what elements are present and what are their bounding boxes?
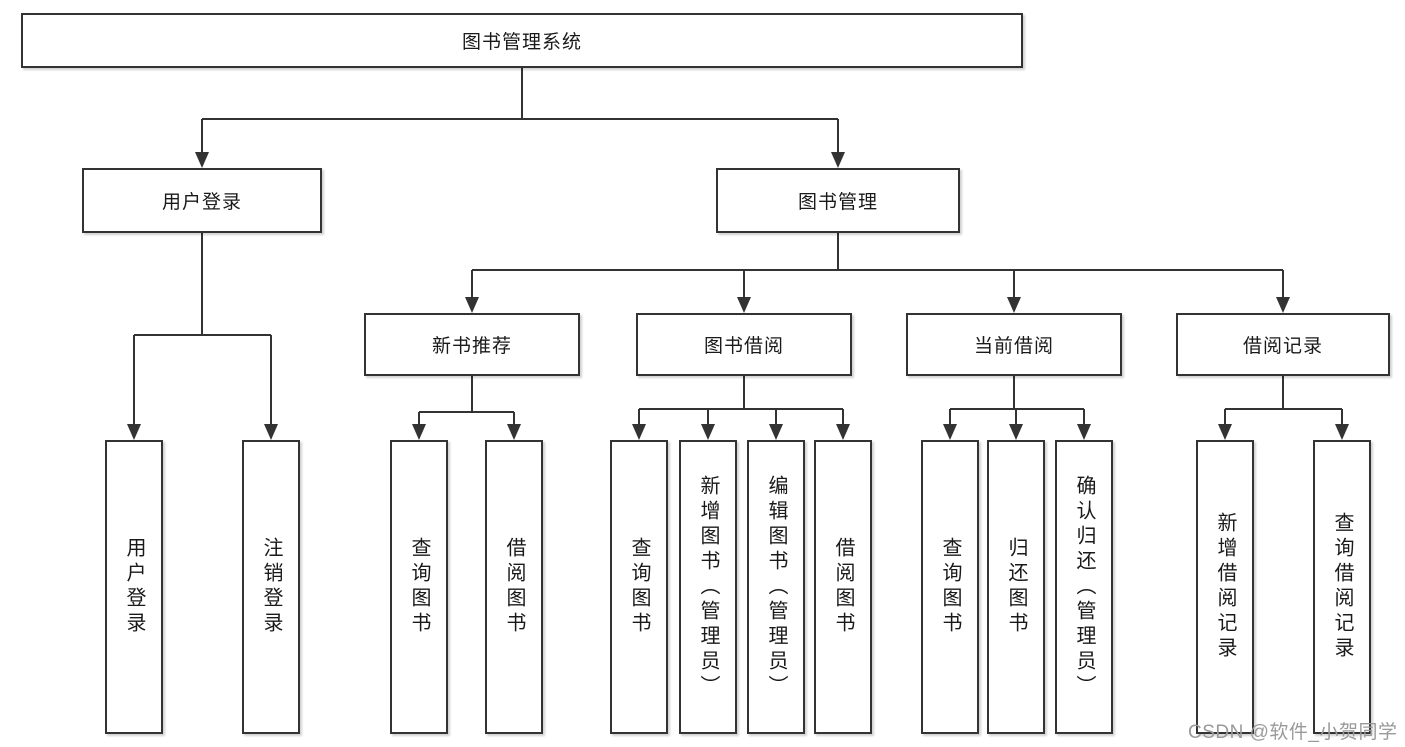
watermark: CSDN @软件_小贺同学 bbox=[1188, 722, 1398, 743]
leaf-query-books-current: 查询图书 bbox=[921, 440, 979, 734]
node-current-borrow-label: 当前借阅 bbox=[973, 336, 1054, 357]
leaf-return-book: 归还图书 bbox=[987, 440, 1045, 734]
leaf-query-books-current-label: 查询图书 bbox=[939, 537, 961, 637]
leaf-add-borrow-record: 新增借阅记录 bbox=[1196, 440, 1254, 734]
leaf-borrow-books-recommend-label: 借阅图书 bbox=[503, 537, 525, 637]
leaf-return-book-label: 归还图书 bbox=[1005, 537, 1027, 637]
node-current-borrow: 当前借阅 bbox=[906, 313, 1122, 376]
node-book-management-label: 图书管理 bbox=[797, 192, 878, 213]
leaf-confirm-return-admin-label: 确认归还（管理员） bbox=[1073, 474, 1095, 700]
arrowheads bbox=[127, 152, 1349, 440]
leaf-edit-book-admin-label: 编辑图书（管理员） bbox=[765, 474, 787, 700]
leaf-borrow-books-borrow-label: 借阅图书 bbox=[832, 537, 854, 637]
node-book-borrow-label: 图书借阅 bbox=[703, 336, 784, 357]
leaf-query-books-recommend-label: 查询图书 bbox=[408, 537, 430, 637]
node-book-borrow: 图书借阅 bbox=[636, 313, 852, 376]
node-root-label: 图书管理系统 bbox=[461, 32, 582, 53]
leaf-borrow-books-recommend: 借阅图书 bbox=[485, 440, 543, 734]
leaf-add-book-admin-label: 新增图书（管理员） bbox=[697, 474, 719, 700]
node-user-login-label: 用户登录 bbox=[161, 192, 242, 213]
leaf-query-books-borrow-label: 查询图书 bbox=[628, 537, 650, 637]
leaf-query-books-recommend: 查询图书 bbox=[390, 440, 448, 734]
leaf-logout: 注销登录 bbox=[242, 440, 300, 734]
leaf-add-borrow-record-label: 新增借阅记录 bbox=[1214, 512, 1236, 662]
leaf-edit-book-admin: 编辑图书（管理员） bbox=[747, 440, 805, 734]
node-borrow-records: 借阅记录 bbox=[1176, 313, 1390, 376]
leaf-user-login-label: 用户登录 bbox=[123, 537, 145, 637]
leaf-confirm-return-admin: 确认归还（管理员） bbox=[1055, 440, 1113, 734]
leaf-borrow-books-borrow: 借阅图书 bbox=[814, 440, 872, 734]
node-user-login: 用户登录 bbox=[82, 168, 322, 233]
leaf-logout-label: 注销登录 bbox=[260, 537, 282, 637]
leaf-query-borrow-record: 查询借阅记录 bbox=[1313, 440, 1371, 734]
node-new-book-recommend-label: 新书推荐 bbox=[431, 336, 512, 357]
node-new-book-recommend: 新书推荐 bbox=[364, 313, 580, 376]
node-root: 图书管理系统 bbox=[21, 13, 1023, 68]
leaf-query-books-borrow: 查询图书 bbox=[610, 440, 668, 734]
leaf-user-login: 用户登录 bbox=[105, 440, 163, 734]
leaf-query-borrow-record-label: 查询借阅记录 bbox=[1331, 512, 1353, 662]
leaf-add-book-admin: 新增图书（管理员） bbox=[679, 440, 737, 734]
node-borrow-records-label: 借阅记录 bbox=[1242, 336, 1323, 357]
node-book-management: 图书管理 bbox=[716, 168, 960, 233]
